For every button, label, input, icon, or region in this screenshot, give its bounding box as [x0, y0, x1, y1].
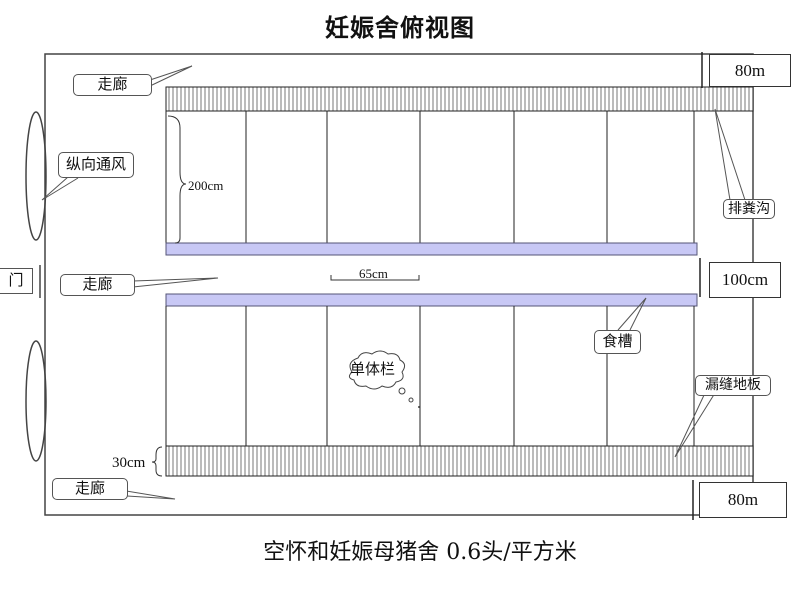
stall-width-label: 65cm: [359, 266, 388, 281]
stall-depth-brace: [167, 115, 187, 244]
single-stall-label: 单体栏: [350, 360, 396, 378]
diagram-caption: 空怀和妊娠母猪舍 0.6头/平方米: [263, 540, 577, 565]
diagram-title: 妊娠舍俯视图: [325, 13, 475, 42]
bottom-stall-row: [165, 306, 695, 446]
corridor-top-pointer: [149, 65, 193, 87]
feed-trough-pointer: [617, 297, 647, 331]
ventilation-fan-bottom: [25, 340, 47, 462]
top-corridor-width-box: 80m: [709, 54, 791, 87]
corridor-bottom-pointer: [125, 490, 176, 500]
top-manure-channel: [165, 86, 754, 112]
corridor-top-label: 走廊: [73, 74, 152, 96]
cloud-bubble-2: [408, 397, 414, 403]
slatted-floor-label: 漏缝地板: [695, 375, 771, 396]
channel-width-label: 30cm: [112, 455, 146, 471]
cloud-bubble-1: [398, 387, 406, 395]
stall-width-dimension: [330, 275, 420, 281]
corridor-middle-label: 走廊: [60, 274, 135, 296]
manure-channel-label: 排粪沟: [723, 199, 775, 219]
middle-corridor-width-box: 100cm: [709, 262, 781, 298]
corridor-bottom-label: 走廊: [52, 478, 128, 500]
feed-trough-label: 食槽: [594, 330, 641, 354]
single-stall-cloud: [348, 350, 406, 390]
top-stall-row: [165, 111, 695, 243]
bottom-feed-trough: [165, 293, 698, 307]
manure-channel-pointer: [714, 108, 746, 201]
slatted-floor-pointer: [674, 392, 716, 458]
ventilation-label: 纵向通风: [58, 152, 134, 178]
ventilation-pointer: [41, 176, 79, 201]
channel-width-brace: [151, 446, 163, 477]
ventilation-fan-top: [25, 111, 47, 241]
bottom-corridor-width-box: 80m: [699, 482, 787, 518]
top-feed-trough: [165, 242, 698, 256]
door-label: 门: [0, 268, 33, 294]
stall-depth-dimension: 200cm: [188, 178, 224, 193]
bottom-manure-channel: [165, 445, 754, 477]
cloud-bubble-3: [418, 406, 420, 408]
corridor-middle-pointer: [132, 277, 219, 288]
